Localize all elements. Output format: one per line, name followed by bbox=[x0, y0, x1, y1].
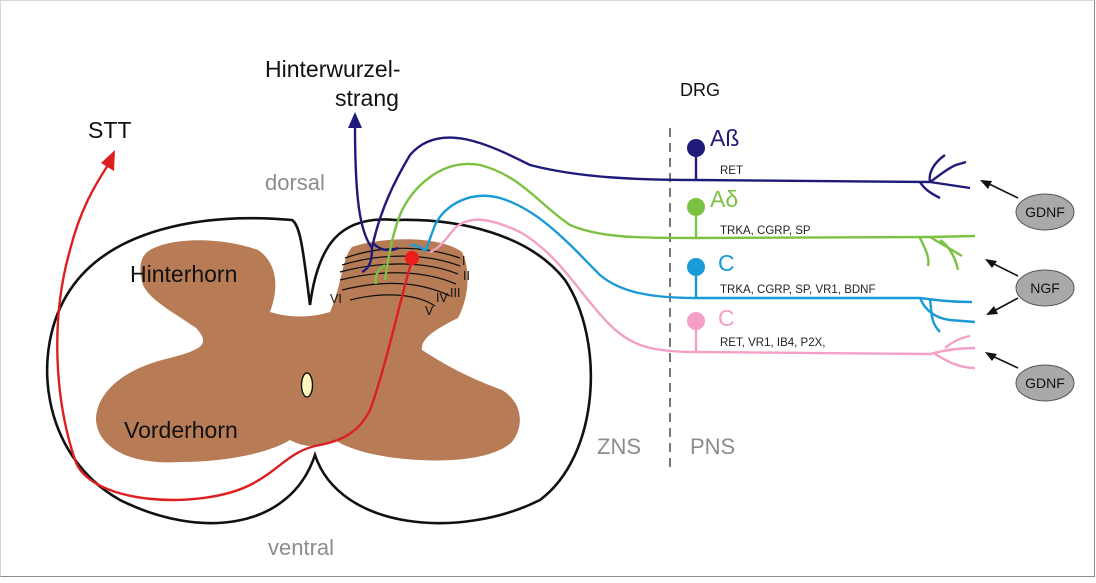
image-frame bbox=[0, 0, 1095, 577]
diagram-canvas: I II III IV V VI bbox=[0, 0, 1096, 578]
